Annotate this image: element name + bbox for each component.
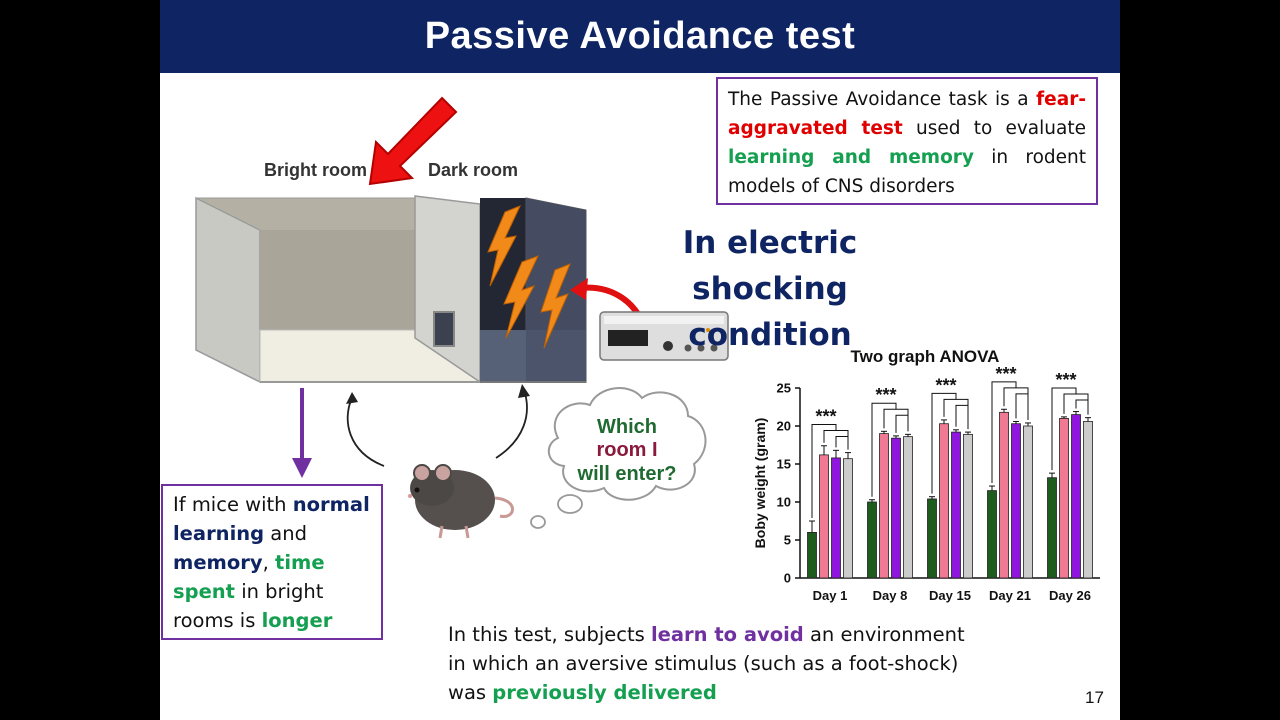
bar [903, 436, 913, 579]
note-text-2: and [264, 522, 307, 545]
significance-bracket-small [895, 414, 908, 433]
significance-label: *** [935, 375, 956, 395]
bar [1083, 421, 1093, 579]
significance-bracket [931, 392, 957, 494]
bright-room-label: Bright room [264, 160, 367, 180]
significance-bracket-inner [943, 398, 969, 430]
bar [1071, 414, 1081, 579]
significance-bracket [871, 402, 897, 497]
definition-text-2: used to evaluate [902, 118, 1086, 139]
definition-learning-memory: learning and memory [728, 147, 974, 168]
significance-bracket-small [835, 435, 848, 448]
bar [1059, 418, 1069, 579]
dark-room-label: Dark room [428, 160, 519, 180]
bar [1047, 477, 1057, 579]
significance-bracket-small [955, 404, 968, 427]
bottom-previously-delivered: previously delivered [492, 681, 717, 704]
significance-label: *** [1055, 370, 1076, 390]
significance-bracket [811, 423, 837, 518]
y-axis-label: Boby weight (gram) [752, 418, 768, 549]
bar [843, 458, 853, 579]
note-memory: memory [173, 551, 263, 574]
bar [999, 411, 1009, 579]
mouse-icon [408, 464, 514, 539]
bar [951, 431, 961, 579]
shock-generator-icon [599, 311, 729, 361]
red-pointer-arrow-icon [368, 96, 458, 186]
slide: Passive Avoidance test The Passive Avoid… [160, 0, 1120, 720]
note-text-1: If mice with [173, 493, 293, 516]
y-tick-label: 25 [777, 381, 791, 396]
thought-line-1: Which [597, 416, 657, 438]
definition-text-1: The Passive Avoidance task is a [728, 89, 1037, 110]
significance-label: *** [815, 406, 836, 426]
x-tick-label: Day 1 [813, 588, 848, 603]
body-weight-chart: Two graph ANOVA Boby weight (gram) 0 5 10 15 2… [752, 347, 1100, 603]
bar [807, 531, 817, 579]
title-bar: Passive Avoidance test [160, 0, 1120, 73]
bar [867, 501, 877, 579]
bar [1011, 423, 1021, 579]
x-tick-label: Day 21 [989, 588, 1031, 603]
bar [939, 423, 949, 579]
slide-title: Passive Avoidance test [424, 15, 856, 57]
learning-note-box: If mice with normal learning and memory,… [161, 484, 383, 640]
left-curved-arrow-icon [346, 397, 385, 467]
definition-fear-test: fear-aggravated test [728, 89, 1086, 139]
right-curved-arrow-icon [495, 389, 528, 459]
page-number: 17 [1085, 688, 1104, 707]
y-tick-label: 10 [777, 495, 791, 510]
significance-bracket-small [1075, 399, 1088, 409]
bar [819, 454, 829, 579]
significance-label: *** [995, 364, 1016, 384]
bottom-text-2: an environment in which an aversive stim… [448, 623, 965, 704]
significance-label: *** [875, 385, 896, 405]
note-normal-learning: normal learning [173, 493, 370, 545]
definition-text-3: in rodent models of CNS disorders [728, 147, 1086, 197]
bright-room-box [195, 195, 482, 384]
y-tick-label: 5 [784, 533, 791, 548]
significance-bracket-inner [823, 429, 849, 450]
significance-bracket-inner [1063, 393, 1089, 415]
significance-bracket-inner [1003, 387, 1029, 420]
down-arrow-icon [292, 388, 312, 478]
shock-title-line-1: In electric shocking [682, 225, 858, 307]
y-tick-label: 15 [777, 457, 791, 472]
bottom-text-1: In this test, subjects [448, 623, 651, 646]
shock-title-line-2: condition [688, 317, 852, 353]
dark-room-box [480, 197, 587, 383]
shock-condition-title: In electric shocking condition [600, 220, 940, 358]
bottom-learn-to-avoid: learn to avoid [650, 623, 804, 646]
bar [963, 433, 973, 579]
chart-title: Two graph ANOVA [851, 347, 1000, 366]
bar [1023, 425, 1033, 579]
y-tick-label: 20 [777, 419, 791, 434]
bar [927, 498, 937, 579]
x-tick-label: Day 26 [1049, 588, 1091, 603]
note-text-4: in bright rooms is [173, 580, 324, 632]
lightning-bolt-icons [487, 205, 571, 349]
bottom-note: In this test, subjects learn to avoid an… [448, 620, 988, 707]
y-tick-label: 0 [784, 571, 791, 586]
x-tick-label: Day 8 [873, 588, 908, 603]
x-tick-label: Day 15 [929, 588, 971, 603]
apparatus-illustration: Which room I will enter? [195, 96, 729, 539]
bar [891, 437, 901, 579]
thought-bubble: Which room I will enter? [530, 387, 707, 529]
bar [831, 457, 841, 579]
thought-line-3: will enter? [577, 463, 677, 485]
thought-line-2: room I [596, 439, 657, 461]
significance-bracket-inner [883, 408, 909, 432]
significance-bracket [991, 381, 1017, 484]
significance-bracket-small [1015, 393, 1028, 419]
note-text-3: , [262, 551, 275, 574]
note-time-spent: time spent [173, 551, 325, 603]
definition-box: The Passive Avoidance task is a fear-agg… [716, 77, 1098, 205]
bar [987, 490, 997, 579]
significance-bracket [1051, 387, 1077, 471]
note-longer: longer [261, 609, 333, 632]
bar [879, 433, 889, 579]
